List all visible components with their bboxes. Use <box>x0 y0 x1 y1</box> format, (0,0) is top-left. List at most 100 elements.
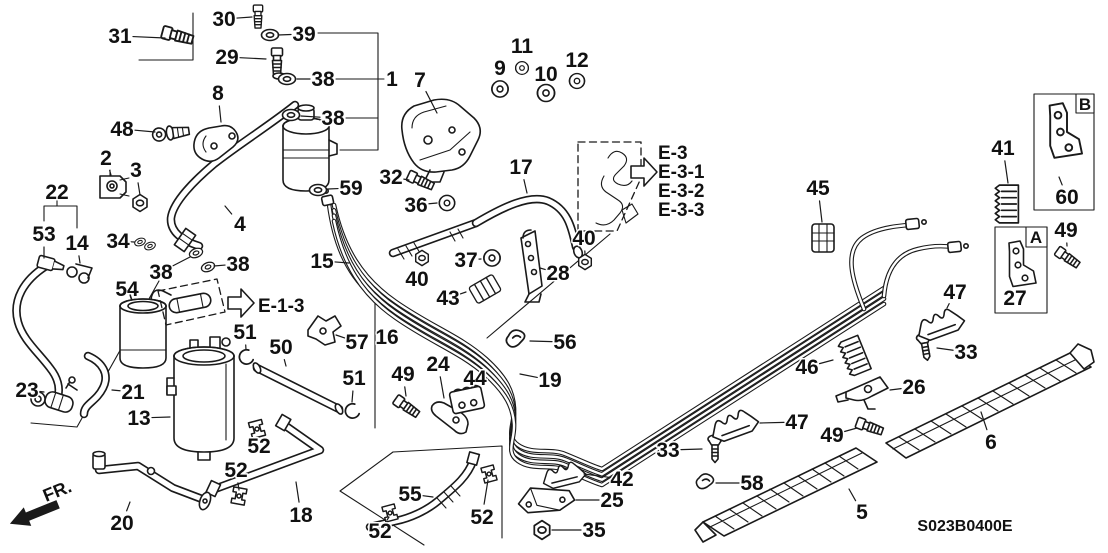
leader-line-50 <box>283 358 287 367</box>
hose-clamp-8 <box>193 124 239 163</box>
washer-39-icon <box>260 28 280 42</box>
bracket-24 <box>430 401 469 435</box>
leader-line-52 <box>483 479 489 505</box>
part-callout-25: 25 <box>600 489 624 512</box>
part-callout-17: 17 <box>509 156 532 179</box>
clip-45 <box>811 223 835 253</box>
leader-line-7 <box>425 90 438 114</box>
bolt-49-icon <box>391 393 422 420</box>
part-callout-28: 28 <box>546 262 570 285</box>
part-callout-30: 30 <box>212 8 235 31</box>
leader-line-26 <box>889 388 902 391</box>
leader-line-52 <box>237 482 240 491</box>
part-callout-10: 10 <box>534 63 557 86</box>
leader-line-29 <box>239 57 267 60</box>
leader-line-5 <box>848 488 857 502</box>
detail-box-b: B <box>1033 93 1095 211</box>
part-callout-35: 35 <box>582 519 606 542</box>
leader-line-46 <box>818 359 834 365</box>
part-callout-51: 51 <box>342 367 366 390</box>
part-callout-51: 51 <box>233 321 257 344</box>
leader-line-42 <box>583 473 610 478</box>
grommet-36-icon <box>438 194 456 212</box>
part-callout-9: 9 <box>494 57 506 80</box>
clip-14 <box>66 263 93 284</box>
e13-dashed-box <box>157 278 226 326</box>
box-a-letter: A <box>1030 228 1042 247</box>
pipe-clamp-47-icon <box>912 304 968 345</box>
part-callout-57: 57 <box>345 331 368 354</box>
leader-line-39 <box>277 33 292 36</box>
part-callout-47: 47 <box>785 411 808 434</box>
bolt-32-icon <box>405 169 436 193</box>
nut-40-icon <box>414 249 430 267</box>
sill-molding-6 <box>885 343 1095 459</box>
hose-53 <box>16 254 65 396</box>
leader-line-43 <box>459 291 467 295</box>
leader-line-13 <box>151 416 171 419</box>
box-b-letter: B <box>1079 95 1091 114</box>
part-callout-3: 3 <box>130 159 142 182</box>
leader-line-57 <box>335 334 346 339</box>
part-callout-8: 8 <box>212 82 224 105</box>
leader-line-31 <box>132 35 166 39</box>
bolt-49-icon <box>854 416 885 438</box>
hose-end-fitting-4 <box>173 227 197 253</box>
nut-35-icon <box>533 519 551 541</box>
part-callout-47: 47 <box>943 281 966 304</box>
hose-21 <box>84 356 106 414</box>
part-callout-50: 50 <box>269 336 292 359</box>
part-callout-23: 23 <box>15 379 38 402</box>
sensor-48 <box>151 125 191 142</box>
part-callout-16: 16 <box>375 326 398 349</box>
nut-40-icon <box>577 253 593 271</box>
ref-callout-E-3-3: E-3-3 <box>658 200 704 221</box>
nut-3-icon <box>132 193 148 213</box>
fuel-pump-54 <box>119 286 172 369</box>
part-callout-11: 11 <box>511 35 534 58</box>
part-callout-39: 39 <box>292 23 315 46</box>
pipe-bracket-28 <box>520 229 543 303</box>
part-callout-38: 38 <box>311 68 335 91</box>
leader-line-17 <box>523 179 528 194</box>
part-callout-41: 41 <box>991 137 1015 160</box>
leader-line-15 <box>334 261 350 264</box>
strainer-e13 <box>168 292 212 314</box>
group-outline-lines <box>30 12 611 546</box>
clip-57 <box>307 315 342 346</box>
washer-59-icon <box>308 183 328 197</box>
part-callout-24: 24 <box>426 353 450 376</box>
leader-line-30 <box>236 16 253 19</box>
part-callout-22: 22 <box>45 181 68 204</box>
hose-clamp-52-icon <box>480 464 498 484</box>
part-callout-6: 6 <box>985 431 997 454</box>
bracket-27-icon <box>1008 240 1037 288</box>
part-callout-59: 59 <box>339 177 362 200</box>
leader-line-21 <box>111 389 121 392</box>
e3-clip-part <box>595 150 639 226</box>
part-callout-32: 32 <box>379 166 402 189</box>
diagram-code: S023B0400E <box>917 518 1013 535</box>
part-callout-40: 40 <box>572 227 595 250</box>
e13-arrow-icon <box>227 288 255 318</box>
part-callout-49: 49 <box>1054 219 1077 242</box>
part-callout-37: 37 <box>454 249 477 272</box>
bracket-26 <box>835 376 889 410</box>
part-callout-31: 31 <box>108 25 132 48</box>
ref-callout-E-3-1: E-3-1 <box>658 162 705 183</box>
leader-line-6 <box>980 411 988 431</box>
sill-molding-5 <box>694 447 878 543</box>
leader-line-41 <box>1004 160 1009 184</box>
part-callout-33: 33 <box>954 341 977 364</box>
part-callout-58: 58 <box>740 472 764 495</box>
grommet-11-icon <box>514 61 530 75</box>
part-callout-45: 45 <box>806 177 830 200</box>
part-callout-1: 1 <box>386 68 398 91</box>
leader-line-45 <box>818 200 823 223</box>
part-callout-34: 34 <box>106 230 130 253</box>
part-callout-52: 52 <box>470 506 493 529</box>
ref-callout-E-1-3: E-1-3 <box>258 296 304 317</box>
bolt-30-icon <box>252 4 264 29</box>
